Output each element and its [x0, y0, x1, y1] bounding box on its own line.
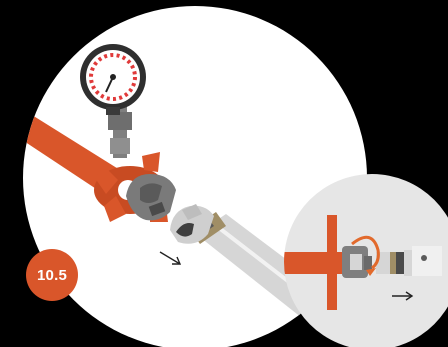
gauge-stem-collar — [110, 138, 130, 154]
orange-pipe-stub — [0, 109, 30, 138]
step-number-badge: 10.5 — [26, 249, 78, 301]
inset-orange-horizontal — [284, 252, 346, 274]
